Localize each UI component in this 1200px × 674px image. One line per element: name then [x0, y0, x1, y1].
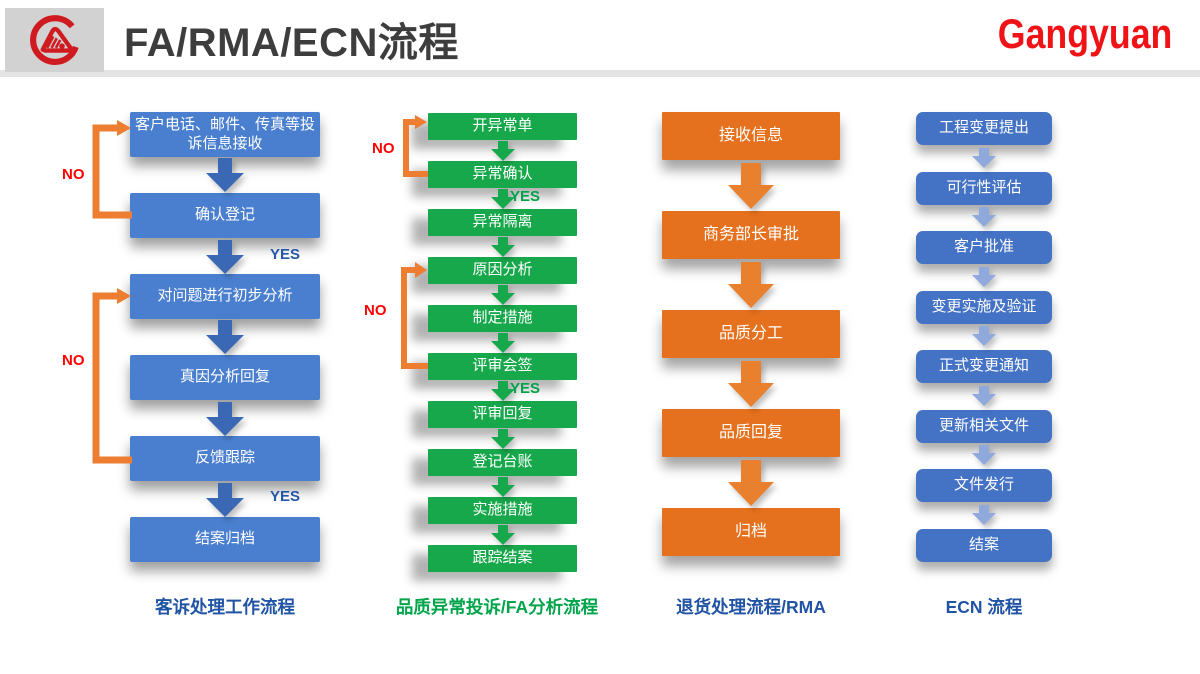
down-arrow-icon — [727, 460, 775, 506]
flow4-step-2: 可行性评估 — [916, 172, 1052, 205]
flow3-step-3: 品质分工 — [662, 310, 840, 358]
down-arrow-icon — [972, 505, 996, 525]
flow2-step-2: 异常确认 — [428, 161, 577, 188]
decision-label-no: NO — [62, 166, 85, 183]
flow4-step-4: 变更实施及验证 — [916, 291, 1052, 324]
header-divider — [0, 70, 1200, 77]
brand-name: Gangyuan — [997, 10, 1172, 57]
flow2-step-8: 登记台账 — [428, 449, 577, 476]
down-arrow-icon — [203, 402, 247, 436]
down-arrow-icon — [972, 267, 996, 287]
flow3-step-5: 归档 — [662, 508, 840, 556]
down-arrow-icon — [490, 285, 516, 305]
header: FA/RMA/ECN流程 Gangyuan — [0, 0, 1200, 78]
down-arrow-icon — [727, 361, 775, 407]
decision-label-no: NO — [372, 140, 395, 157]
loopback-arrow-icon — [398, 112, 428, 185]
decision-label-yes: YES — [270, 246, 301, 263]
flow3-step-2: 商务部长审批 — [662, 211, 840, 259]
down-arrow-icon — [203, 158, 247, 192]
decision-label-yes: YES — [510, 380, 541, 397]
down-arrow-icon — [490, 237, 516, 257]
flow2-step-1: 开异常单 — [428, 113, 577, 140]
flow1-step-3: 对问题进行初步分析 — [130, 274, 320, 319]
decision-label-yes: YES — [270, 488, 301, 505]
page-title: FA/RMA/ECN流程 — [124, 21, 459, 65]
down-arrow-icon — [972, 445, 996, 465]
gangyuan-logo-icon — [29, 15, 80, 65]
flow1-step-2: 确认登记 — [130, 193, 320, 238]
flow4-step-7: 文件发行 — [916, 469, 1052, 502]
decision-label-yes: YES — [510, 188, 541, 205]
down-arrow-icon — [972, 148, 996, 168]
down-arrow-icon — [490, 477, 516, 497]
flow4-step-1: 工程变更提出 — [916, 112, 1052, 145]
flow3-step-4: 品质回复 — [662, 409, 840, 457]
flow1-step-5: 反馈跟踪 — [130, 436, 320, 481]
flow2-step-4: 原因分析 — [428, 257, 577, 284]
down-arrow-icon — [490, 525, 516, 545]
down-arrow-icon — [203, 240, 247, 274]
flow3-step-1: 接收信息 — [662, 112, 840, 160]
flow4-caption: ECN 流程 — [945, 597, 1023, 617]
down-arrow-icon — [972, 326, 996, 346]
down-arrow-icon — [490, 189, 516, 209]
flow1-caption: 客诉处理工作流程 — [155, 597, 295, 617]
decision-label-no: NO — [364, 302, 387, 319]
down-arrow-icon — [972, 207, 996, 227]
flow2-step-7: 评审回复 — [428, 401, 577, 428]
flow2-step-6: 评审会签 — [428, 353, 577, 380]
flow2-step-9: 实施措施 — [428, 497, 577, 524]
flow1-step-4: 真因分析回复 — [130, 355, 320, 400]
flow2-step-10: 跟踪结案 — [428, 545, 577, 572]
down-arrow-icon — [490, 141, 516, 161]
down-arrow-icon — [490, 429, 516, 449]
loopback-arrow-icon — [86, 116, 132, 229]
flow3-caption: 退货处理流程/RMA — [676, 597, 826, 617]
company-logo — [5, 8, 104, 72]
down-arrow-icon — [972, 386, 996, 406]
down-arrow-icon — [490, 381, 516, 401]
down-arrow-icon — [490, 333, 516, 353]
flow4-step-8: 结案 — [916, 529, 1052, 562]
flow1-step-6: 结案归档 — [130, 517, 320, 562]
down-arrow-icon — [727, 262, 775, 308]
down-arrow-icon — [727, 163, 775, 209]
flow4-step-3: 客户批准 — [916, 231, 1052, 264]
flow2-step-5: 制定措施 — [428, 305, 577, 332]
decision-label-no: NO — [62, 352, 85, 369]
loopback-arrow-icon — [396, 258, 428, 377]
down-arrow-icon — [203, 483, 247, 517]
flow2-caption: 品质异常投诉/FA分析流程 — [395, 597, 599, 617]
flow2-step-3: 异常隔离 — [428, 209, 577, 236]
flow1-step-1: 客户电话、邮件、传真等投诉信息接收 — [130, 112, 320, 157]
flow4-step-5: 正式变更通知 — [916, 350, 1052, 383]
down-arrow-icon — [203, 320, 247, 354]
loopback-arrow-icon — [86, 286, 132, 473]
flow4-step-6: 更新相关文件 — [916, 410, 1052, 443]
